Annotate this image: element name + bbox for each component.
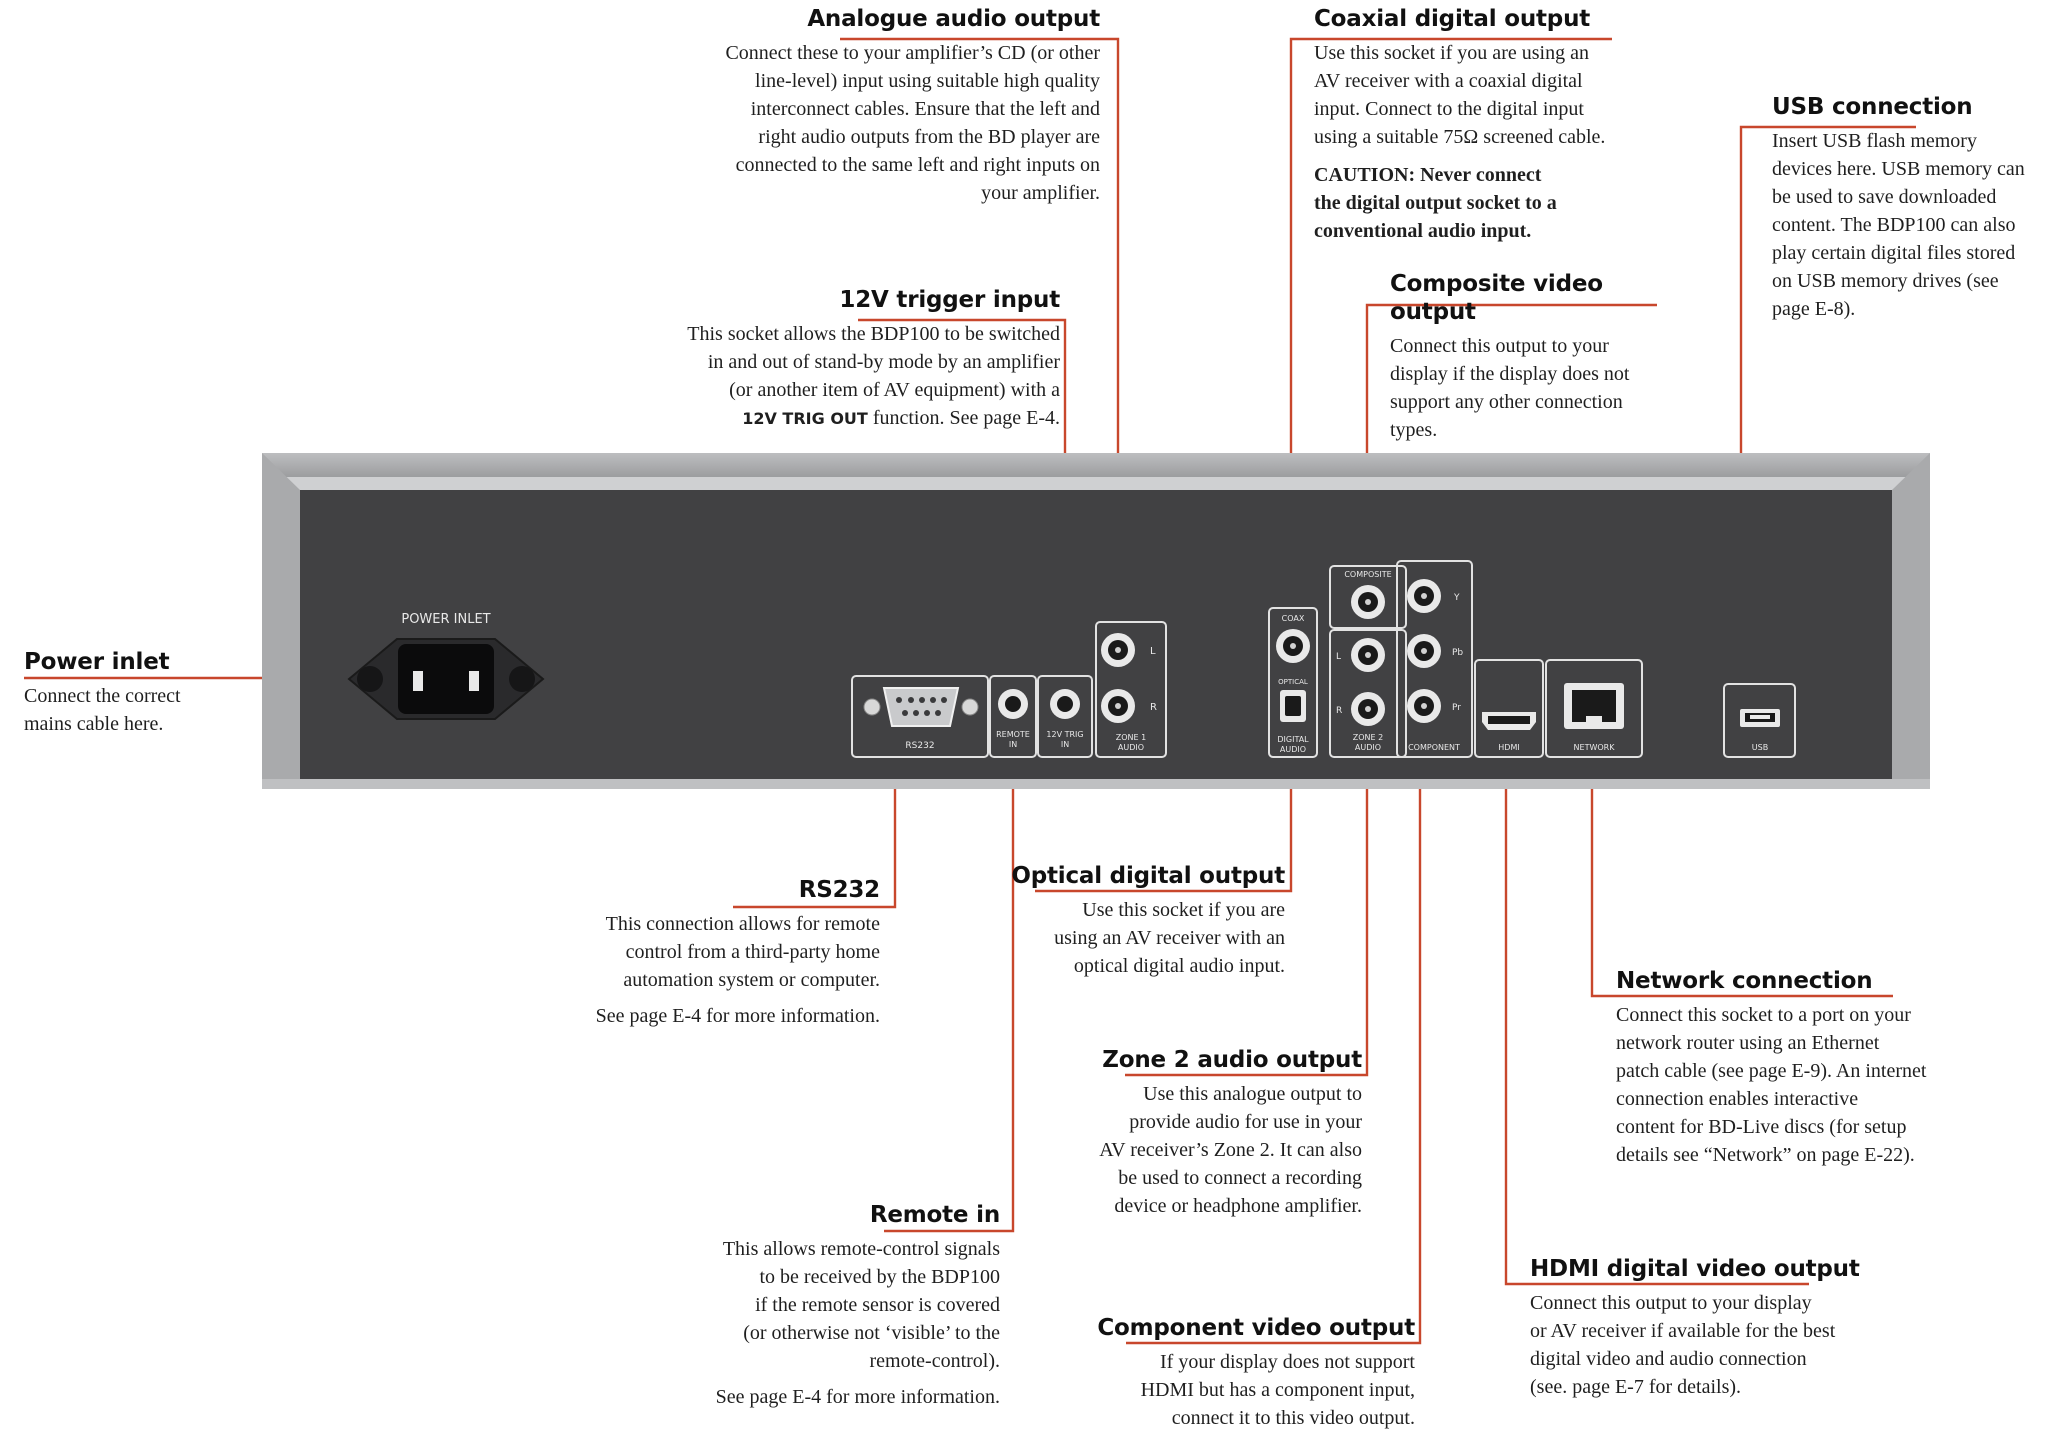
- remote-in-label-1: REMOTE: [996, 730, 1030, 739]
- optical-label: OPTICAL: [1278, 678, 1308, 686]
- remote-in-label-2: IN: [1009, 740, 1017, 749]
- zone1-right-label: R: [1150, 702, 1157, 713]
- power-inlet-socket: POWER INLET: [347, 612, 545, 720]
- callout-body: Connect these to your amplifier’s CD (or…: [725, 42, 1100, 204]
- usb-port: USB: [1723, 683, 1796, 758]
- digital-audio-label-2: AUDIO: [1280, 745, 1306, 754]
- composite-video-socket: COMPOSITE: [1329, 565, 1407, 629]
- coax-label: COAX: [1282, 614, 1305, 623]
- trig-in-label-2: IN: [1061, 740, 1069, 749]
- digital-audio-sockets: COAX OPTICAL DIGITAL AUDIO: [1268, 607, 1318, 758]
- callout-title: Network connection: [1616, 968, 1873, 994]
- callout-title: Analogue audio output: [807, 6, 1100, 32]
- callout-composite-video-output: Composite video output Connect this outp…: [1390, 270, 1690, 444]
- component-label: COMPONENT: [1408, 743, 1460, 752]
- callout-title: Power inlet: [24, 649, 170, 675]
- callout-title: Zone 2 audio output: [1102, 1047, 1362, 1073]
- callout-body: This connection allows for remote contro…: [605, 913, 880, 991]
- callout-body: This allows remote-control signals to be…: [722, 1238, 1000, 1372]
- hdmi-label: HDMI: [1498, 743, 1519, 752]
- callout-analogue-audio-output: Analogue audio output Connect these to y…: [660, 5, 1100, 207]
- callout-component-video-output: Component video output If your display d…: [1070, 1314, 1415, 1432]
- hdmi-port: HDMI: [1474, 659, 1544, 758]
- callout-body: Connect the correct mains cable here.: [24, 685, 181, 735]
- callout-optical-digital-output: Optical digital output Use this socket i…: [985, 862, 1285, 980]
- callout-hdmi-digital-video-output: HDMI digital video output Connect this o…: [1530, 1255, 1950, 1401]
- zone1-label-1: ZONE 1: [1116, 733, 1146, 742]
- callout-12v-trigger-input: 12V trigger input This socket allows the…: [620, 286, 1060, 433]
- callout-title: HDMI digital video output: [1530, 1256, 1860, 1282]
- callout-title: RS232: [798, 877, 880, 903]
- network-port: NETWORK: [1545, 659, 1643, 758]
- chassis-frame: [262, 453, 1930, 789]
- callout-body: If your display does not support HDMI bu…: [1140, 1351, 1415, 1429]
- zone1-label-2: AUDIO: [1118, 743, 1144, 752]
- callout-body: Use this analogue output to provide audi…: [1099, 1083, 1362, 1217]
- callout-title: Remote in: [869, 1202, 1000, 1228]
- callout-title: Optical digital output: [1011, 863, 1285, 889]
- usb-label: USB: [1752, 743, 1768, 752]
- callout-body: Insert USB flash memory devices here. US…: [1772, 130, 2025, 320]
- zone2-label-2: AUDIO: [1355, 743, 1381, 752]
- callout-caution: CAUTION: Never connect the digital outpu…: [1314, 164, 1557, 242]
- zone2-right-label: R: [1336, 706, 1342, 716]
- callout-body: This socket allows the BDP100 to be swit…: [687, 323, 1060, 429]
- component-pr-label: Pr: [1452, 703, 1461, 713]
- remote-in-jack: REMOTE IN: [989, 675, 1037, 758]
- callout-title: Coaxial digital output: [1314, 6, 1591, 32]
- rs232-label: RS232: [905, 741, 934, 751]
- power-inlet-label: POWER INLET: [401, 612, 490, 627]
- callout-network-connection: Network connection Connect this socket t…: [1616, 967, 2036, 1169]
- callout-body: Use this socket if you are using an AV r…: [1054, 899, 1285, 977]
- callout-title: Composite video output: [1390, 271, 1603, 325]
- callout-note: See page E-4 for more information.: [715, 1386, 1000, 1408]
- zone1-left-label: L: [1150, 646, 1156, 657]
- zone1-audio-jacks: L R ZONE 1 AUDIO: [1095, 621, 1167, 758]
- component-video-jacks: Y Pb Pr COMPONENT: [1396, 560, 1473, 758]
- zone2-left-label: L: [1336, 652, 1341, 662]
- network-label: NETWORK: [1574, 743, 1616, 752]
- callout-remote-in: Remote in This allows remote-control sig…: [640, 1201, 1001, 1411]
- callout-body: Use this socket if you are using an AV r…: [1314, 42, 1606, 148]
- callout-note: See page E-4 for more information.: [595, 1005, 880, 1027]
- component-pb-label: Pb: [1452, 648, 1463, 658]
- zone2-audio-jacks: L R ZONE 2 AUDIO: [1329, 629, 1407, 758]
- callout-body: Connect this socket to a port on your ne…: [1616, 1004, 1927, 1166]
- component-y-label: Y: [1453, 593, 1460, 603]
- callout-body: Connect this output to your display or A…: [1530, 1292, 1836, 1398]
- trig-out-keyword: 12V TRIG OUT: [742, 409, 868, 428]
- callout-body: Connect this output to your display if t…: [1390, 335, 1630, 441]
- callout-rs232: RS232 This connection allows for remote …: [530, 876, 881, 1030]
- zone2-label-1: ZONE 2: [1353, 733, 1383, 742]
- callout-title: Component video output: [1097, 1315, 1415, 1341]
- trig-in-label-1: 12V TRIG: [1046, 730, 1083, 739]
- callout-title: USB connection: [1772, 94, 1973, 120]
- digital-audio-label-1: DIGITAL: [1277, 735, 1309, 744]
- callout-power-inlet: Power inlet Connect the correct mains ca…: [24, 648, 284, 738]
- callout-coaxial-digital-output: Coaxial digital output Use this socket i…: [1314, 5, 1654, 245]
- callout-zone2-audio-output: Zone 2 audio output Use this analogue ou…: [1030, 1046, 1362, 1220]
- callout-usb-connection: USB connection Insert USB flash memory d…: [1772, 93, 2047, 323]
- callout-title: 12V trigger input: [839, 287, 1060, 313]
- rs232-port: RS232: [851, 675, 989, 758]
- composite-label: COMPOSITE: [1344, 570, 1391, 579]
- trigger-in-jack: 12V TRIG IN: [1037, 675, 1093, 758]
